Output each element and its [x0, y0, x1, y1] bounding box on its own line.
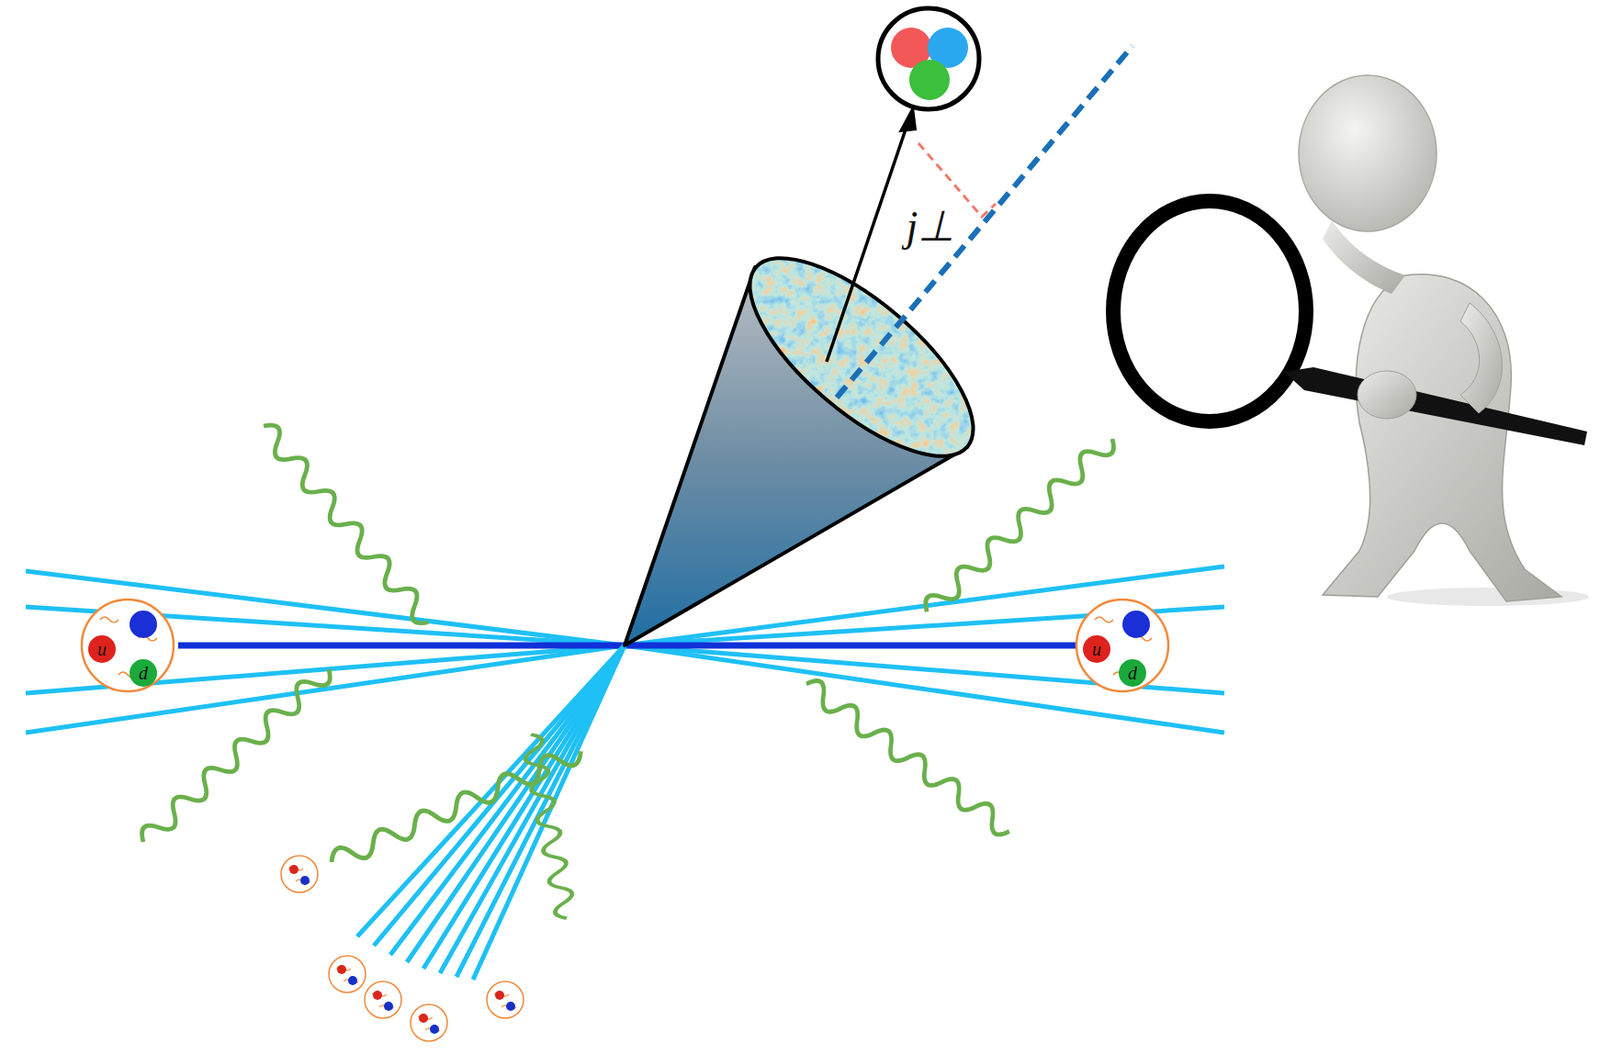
- quark-label: d: [138, 664, 148, 683]
- quark-label: u: [1092, 640, 1102, 659]
- momentum-label: j⊥: [906, 205, 956, 248]
- quark-label: u: [97, 640, 107, 659]
- quark-label: d: [1127, 664, 1138, 683]
